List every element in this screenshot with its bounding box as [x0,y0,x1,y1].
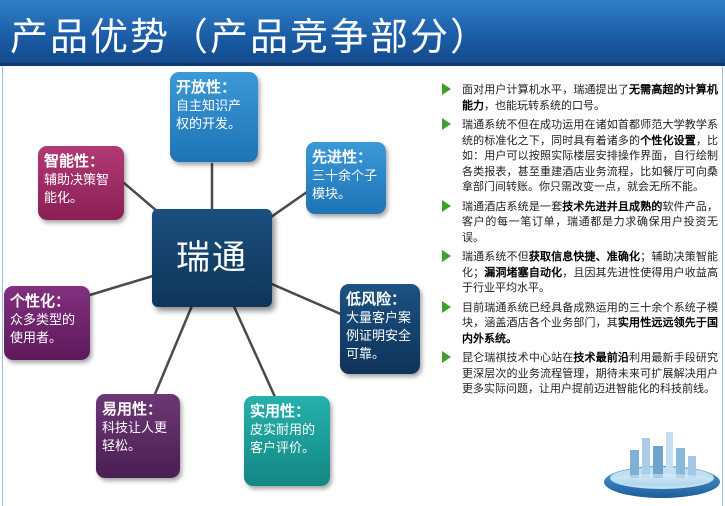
bullet-item: 瑞通系统不但获取信息快捷、准确化；辅助决策智能化；漏洞堵塞自动化，且因其先进性使… [436,249,718,296]
bullet-emphasis: 技术最前沿 [573,351,630,364]
bullet-text: 利用最新手段研究更深层次的业务流程管理，期待未来可扩展解决用户更多实际问题，让用… [462,351,719,395]
bullet-text: 瑞通系统不但在成功运用在诸如首都师范大学教学系统的标准化之下，同时具有着诸多的 [462,118,718,147]
bullet-arrow-icon [442,300,451,313]
bullet-text: ，也能玩转系统的口号。 [484,98,605,112]
bullet-item: 面对用户计算机水平，瑞通提出了无需高超的计算机能力，也能玩转系统的口号。 [436,82,718,113]
bullet-item: 瑞通系统不但在成功运用在诸如首都师范大学教学系统的标准化之下，同时具有着诸多的个… [436,117,718,195]
bullet-text: ，比如：用户可以按照实际楼层安排操作界面，自行绘制各类报表，甚至重建酒店业务流程… [462,133,719,194]
node-smart-heading: 智能性： [44,152,105,170]
node-easy-body: 科技让人更轻松。 [102,421,168,454]
bullet-text: 昆仑瑞祺技术中心站在 [462,351,574,364]
node-practical: 实用性： 皮实耐用的客户评价。 [244,396,330,486]
node-easy: 易用性： 科技让人更轻松。 [96,394,180,478]
left-border-line [2,66,3,506]
bullet-text: 瑞通酒店系统是一套 [462,199,563,213]
node-practical-heading: 实用性： [250,402,311,420]
bullet-emphasis: 实用性远远领先于国内外系统。 [462,316,719,345]
bullet-arrow-icon [442,250,451,262]
node-advanced-body: 三十余个子模块。 [312,169,378,202]
node-practical-body: 皮实耐用的客户评价。 [250,423,316,456]
bullet-item: 昆仑瑞祺技术中心站在技术最前沿利用最新手段研究更深层次的业务流程管理，期待未来可… [436,350,718,397]
city-globe-decoration [604,432,720,498]
node-personal: 个性化： 众多类型的使用者。 [4,286,90,360]
node-smart-body: 辅助决策智能化。 [44,173,110,206]
bullet-emphasis: 技术先进并且成熟的 [562,199,663,213]
center-node: 瑞通 [152,209,272,307]
bullet-text: 目前瑞通系统已经具备成熟运用的三十余个系统子模块，涵盖酒店各个业务部门，其 [462,300,718,330]
node-personal-heading: 个性化： [10,292,71,310]
bullet-emphasis: 个性化设置 [640,133,696,147]
slide-title: 产品优势（产品竞争部分） [10,15,491,59]
node-advanced-heading: 先进性： [312,148,373,166]
bullet-arrow-icon [442,118,451,130]
title-bar: 产品优势（产品竞争部分） [0,0,725,66]
bullet-item: 瑞通酒店系统是一套技术先进并且成熟的软件产品，客户的每一笔订单，瑞通都是力求确保… [436,199,718,246]
node-smart: 智能性： 辅助决策智能化。 [38,146,124,220]
bullet-arrow-icon [442,351,451,363]
bullet-text: ；辅助决策智能化； [462,250,719,279]
node-personal-body: 众多类型的使用者。 [10,313,76,346]
bullet-list: 面对用户计算机水平，瑞通提出了无需高超的计算机能力，也能玩转系统的口号。瑞通系统… [436,82,718,401]
bullet-emphasis: 获取信息快捷、准确化 [528,250,641,263]
bullet-text: 面对用户计算机水平，瑞通提出了 [462,83,630,96]
bullet-text: 软件产品，客户的每一笔订单，瑞通都是力求确保用户投资无误。 [462,199,719,244]
node-low-risk-heading: 低风险： [346,290,407,308]
bullet-emphasis: 无需高超的计算机能力 [462,83,719,112]
node-open-body: 自主知识产权的开发。 [176,99,242,132]
bullet-arrow-icon [442,83,451,95]
bullet-emphasis: 漏洞堵塞自动化 [484,265,563,279]
bullet-text: 瑞通系统不但 [462,250,529,263]
bullet-arrow-icon [442,199,451,212]
node-low-risk: 低风险： 大量客户案例证明安全可靠。 [340,284,420,374]
node-easy-heading: 易用性： [102,400,163,418]
node-open: 开放性： 自主知识产权的开发。 [170,72,258,162]
node-low-risk-body: 大量客户案例证明安全可靠。 [346,311,412,362]
advantage-diagram: 开放性： 自主知识产权的开发。 先进性： 三十余个子模块。 智能性： 辅助决策智… [0,66,430,506]
right-border-line [722,66,723,506]
bullet-item: 目前瑞通系统已经具备成熟运用的三十余个系统子模块，涵盖酒店各个业务部门，其实用性… [436,300,718,347]
node-open-heading: 开放性： [176,78,237,96]
node-advanced: 先进性： 三十余个子模块。 [306,142,386,214]
bullet-text: ，且因其先进性使得用户收益高于行业平均水平。 [462,265,719,295]
